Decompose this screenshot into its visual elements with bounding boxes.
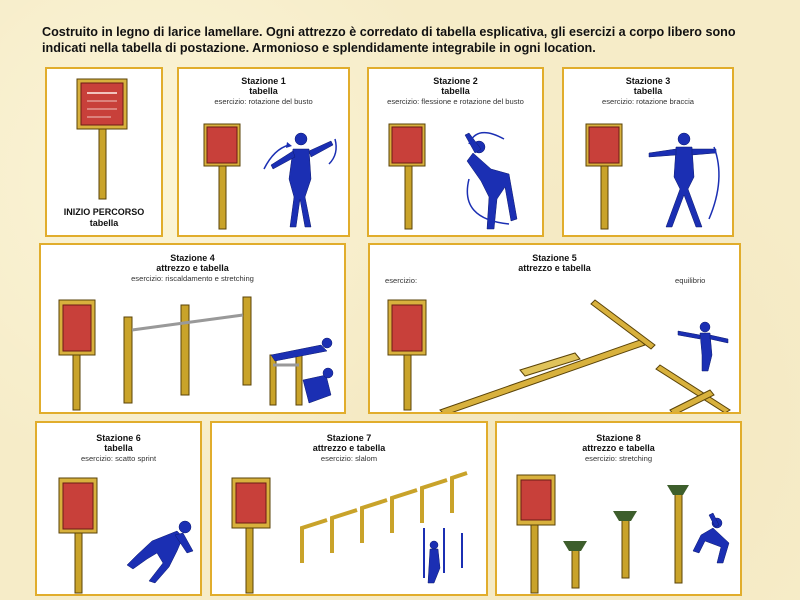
station-title: Stazione 1 <box>241 76 286 86</box>
station-exercise: esercizio: slalom <box>320 454 378 463</box>
station-exercise: esercizio: flessione e rotazione del bus… <box>387 97 524 106</box>
station-5-illustration <box>387 299 731 412</box>
station-7-illustration <box>231 471 468 594</box>
station-title: Stazione 5 <box>532 253 577 263</box>
station-kind: attrezzo e tabella <box>312 443 386 453</box>
station-kind: attrezzo e tabella <box>156 263 229 273</box>
station-kind: tabella <box>441 86 470 96</box>
station-title: Stazione 3 <box>625 76 671 86</box>
panel-stazione-8: Stazione 8 attrezzo e tabella esercizio:… <box>495 421 742 596</box>
station-exercise-value: equilibrio <box>675 276 706 285</box>
station-exercise: esercizio: rotazione del busto <box>214 97 313 106</box>
station-title: Stazione 6 <box>96 433 141 443</box>
panel-stazione-5: Stazione 5 attrezzo e tabella esercizio:… <box>368 243 741 414</box>
panel-stazione-4: Stazione 4 attrezzo e tabella esercizio:… <box>39 243 346 414</box>
station-kind: tabella <box>633 86 663 96</box>
station-2-illustration <box>388 123 518 230</box>
station-exercise: esercizio: rotazione braccia <box>601 97 694 106</box>
station-kind: attrezzo e tabella <box>582 443 655 453</box>
station-title: Stazione 4 <box>170 253 215 263</box>
sign-illustration <box>76 78 128 200</box>
station-exercise: esercizio: stretching <box>584 454 653 463</box>
start-title: INIZIO PERCORSO <box>63 207 145 217</box>
station-title: Stazione 2 <box>433 76 478 86</box>
station-title: Stazione 8 <box>596 433 641 443</box>
panel-stazione-3: Stazione 3 tabella esercizio: rotazione … <box>562 67 734 237</box>
station-exercise: esercizio: scatto sprint <box>80 454 157 463</box>
panel-stazione-6: Stazione 6 tabella esercizio: scatto spr… <box>35 421 202 596</box>
station-4-illustration <box>58 296 334 411</box>
station-title: Stazione 7 <box>326 433 372 443</box>
panel-stazione-1: Stazione 1 tabella esercizio: rotazione … <box>177 67 350 237</box>
station-exercise-label: esercizio: <box>385 276 418 285</box>
station-kind: tabella <box>104 443 133 453</box>
panel-stazione-2: Stazione 2 tabella esercizio: flessione … <box>367 67 544 237</box>
station-kind: attrezzo e tabella <box>518 263 591 273</box>
station-kind: tabella <box>249 86 278 96</box>
station-3-illustration <box>585 123 720 230</box>
panel-stazione-7: Stazione 7 attrezzo e tabella esercizio:… <box>210 421 488 596</box>
station-exercise: esercizio: riscaldamento e stretching <box>131 274 254 283</box>
header-text: Costruito in legno di larice lamellare. … <box>42 25 736 55</box>
station-6-illustration <box>58 477 194 594</box>
station-8-illustration <box>516 474 730 594</box>
panel-start: INIZIO PERCORSO tabella <box>45 67 163 237</box>
start-subtitle: tabella <box>89 218 119 228</box>
station-1-illustration <box>203 123 337 230</box>
